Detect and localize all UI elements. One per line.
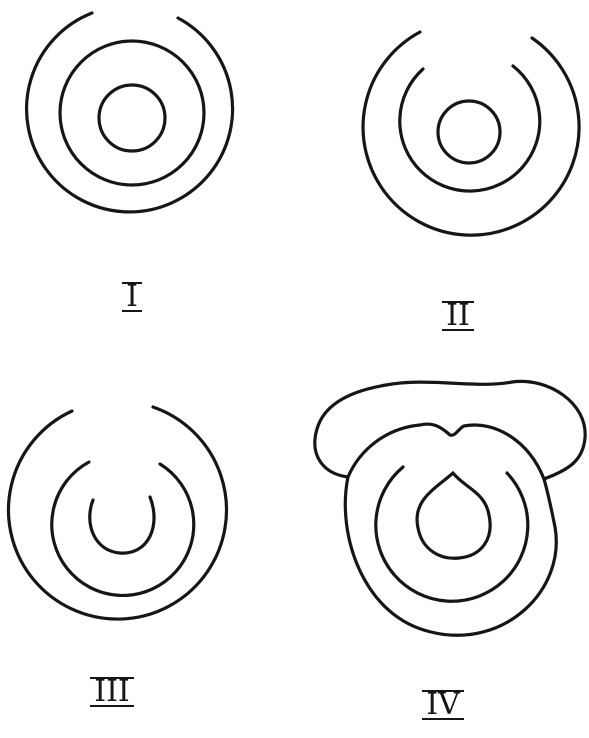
figure-ii-label: II	[413, 300, 503, 332]
figure-iv-label: IV	[398, 689, 488, 721]
figure-iii-label-text: III	[90, 677, 134, 707]
figure-i-outer-broken-ring	[27, 13, 233, 212]
figure-iii-label: III	[67, 676, 157, 708]
figure-i	[27, 13, 233, 212]
figure-iv-middle-broken-ring	[376, 467, 528, 601]
figure-i-label: I	[87, 281, 177, 313]
figure-iv-inner-drop-shape	[417, 473, 490, 558]
figure-ii-middle-broken-ring	[400, 66, 540, 191]
figure-ii-inner-circle	[438, 101, 500, 163]
figure-iii	[8, 407, 226, 619]
figure-iii-inner-open-cup	[90, 497, 154, 553]
figure-ii	[363, 32, 579, 235]
figure-ii-outer-broken-ring	[363, 32, 579, 235]
figure-i-middle-ring	[60, 41, 204, 185]
figure-i-label-text: I	[122, 282, 142, 312]
figure-i-inner-circle	[99, 85, 165, 151]
figure-iv	[315, 381, 585, 635]
figure-ii-label-text: II	[442, 301, 474, 331]
figure-iv-label-text: IV	[422, 690, 464, 720]
figure-iii-middle-broken-ring	[52, 462, 194, 595]
figure-iv-top-irregular-lobe	[315, 381, 585, 479]
